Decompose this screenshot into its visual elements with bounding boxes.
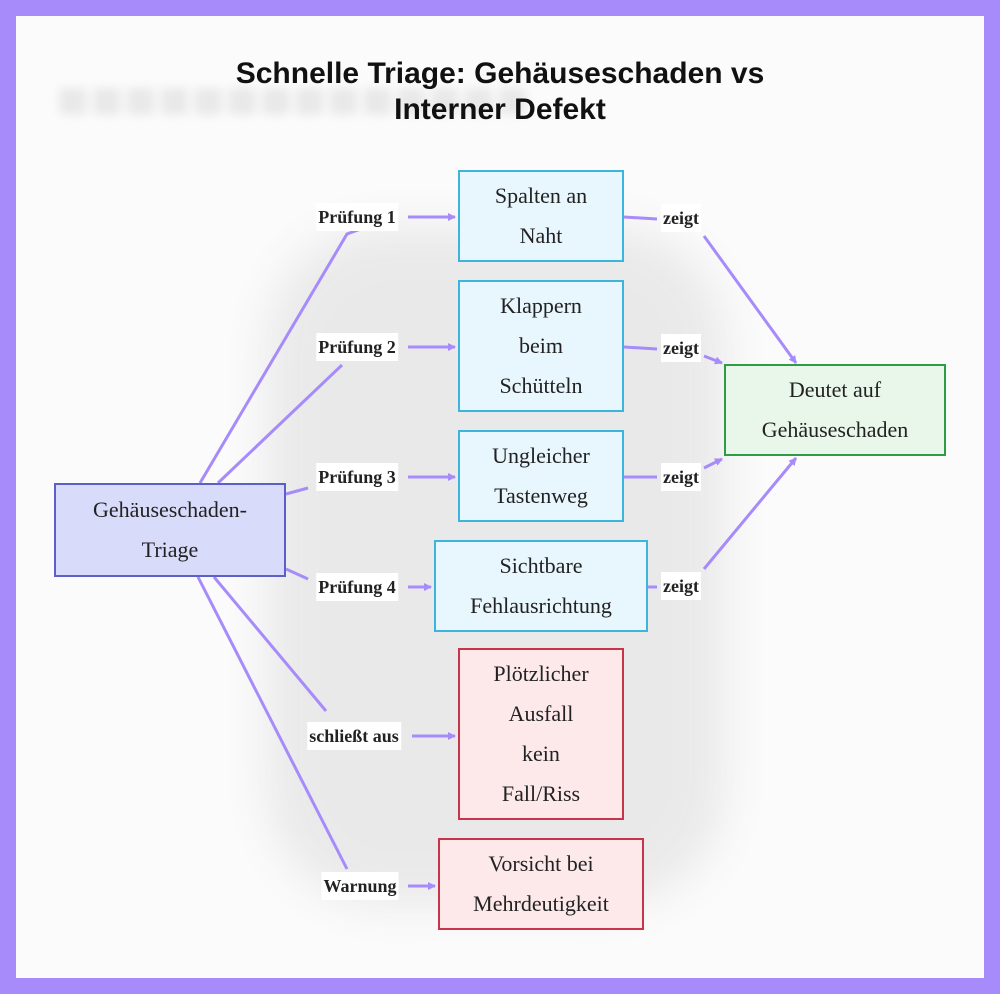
node-text: Plötzlicher [493,661,589,686]
node-text: Spalten an [494,183,588,208]
edge-label-zeigt-2: zeigt [661,334,701,362]
node-text: Deutet auf [788,377,882,402]
node-result-case-damage: Deutet auf Gehäuseschaden [724,364,946,456]
edge-root-warning [196,576,349,870]
edge-zeigt3-result [703,457,723,470]
title-line: Interner Defekt [394,93,606,126]
node-text: Triage [141,537,199,562]
node-warning-ambiguity: Vorsicht bei Mehrdeutigkeit [438,838,644,930]
edge-zeigt2-result [703,354,723,365]
node-text: Sichtbare [499,553,583,578]
node-text: beim [519,333,563,358]
diagram-title: Schnelle Triage: Gehäuseschaden vs Inter… [16,56,984,128]
node-root-triage: Gehäuseschaden- Triage [54,483,286,577]
node-text: Vorsicht bei [488,851,594,876]
node-text: Fall/Riss [501,781,581,806]
node-text: Naht [519,223,563,248]
edge-root-check3 [285,486,309,496]
edge-label-zeigt-3: zeigt [661,463,701,491]
node-check-rattle: Klappern beim Schütteln [458,280,624,412]
background-blur: ■■■■■■■■■■■■■■ [56,67,530,130]
node-text: Tastenweg [494,483,588,508]
node-check-gaps-seam: Spalten an Naht [458,170,624,262]
node-text: Ausfall [508,701,574,726]
node-text: Klappern [500,293,582,318]
node-text: Gehäuseschaden [761,417,909,442]
edge-check1-zeigt [623,215,658,221]
edge-label-zeigt-1: zeigt [661,204,701,232]
node-check-misalignment: Sichtbare Fehlausrichtung [434,540,648,632]
edge-zeigt4-result [702,457,798,570]
edge-label-warnung: Warnung [321,872,399,900]
node-text: kein [522,741,560,766]
title-line: Schnelle Triage: Gehäuseschaden vs [235,57,765,90]
diagram-canvas: ■■■■■■■■■■■■■■ Schnelle Triage: Gehäuses… [16,16,984,978]
edge-label-pruefung-4: Prüfung 4 [316,573,398,601]
node-text: Ungleicher [492,443,590,468]
edge-check2-zeigt [623,345,658,351]
node-check-key-travel: Ungleicher Tastenweg [458,430,624,522]
edge-label-zeigt-4: zeigt [661,572,701,600]
node-text: Mehrdeutigkeit [473,891,609,916]
edge-root-check4 [285,567,309,581]
edge-label-pruefung-1: Prüfung 1 [316,203,398,231]
node-text: Schütteln [499,373,583,398]
edge-label-pruefung-2: Prüfung 2 [316,333,398,361]
edge-root-check2 [216,363,344,485]
edge-root-exclude [212,576,328,712]
node-exclude-sudden-failure: Plötzlicher Ausfall kein Fall/Riss [458,648,624,820]
node-text: Fehlausrichtung [470,593,612,618]
node-text: Gehäuseschaden- [93,497,247,522]
edge-label-schliesst-aus: schließt aus [307,722,401,750]
edge-label-pruefung-3: Prüfung 3 [316,463,398,491]
edge-zeigt1-result [702,235,798,364]
